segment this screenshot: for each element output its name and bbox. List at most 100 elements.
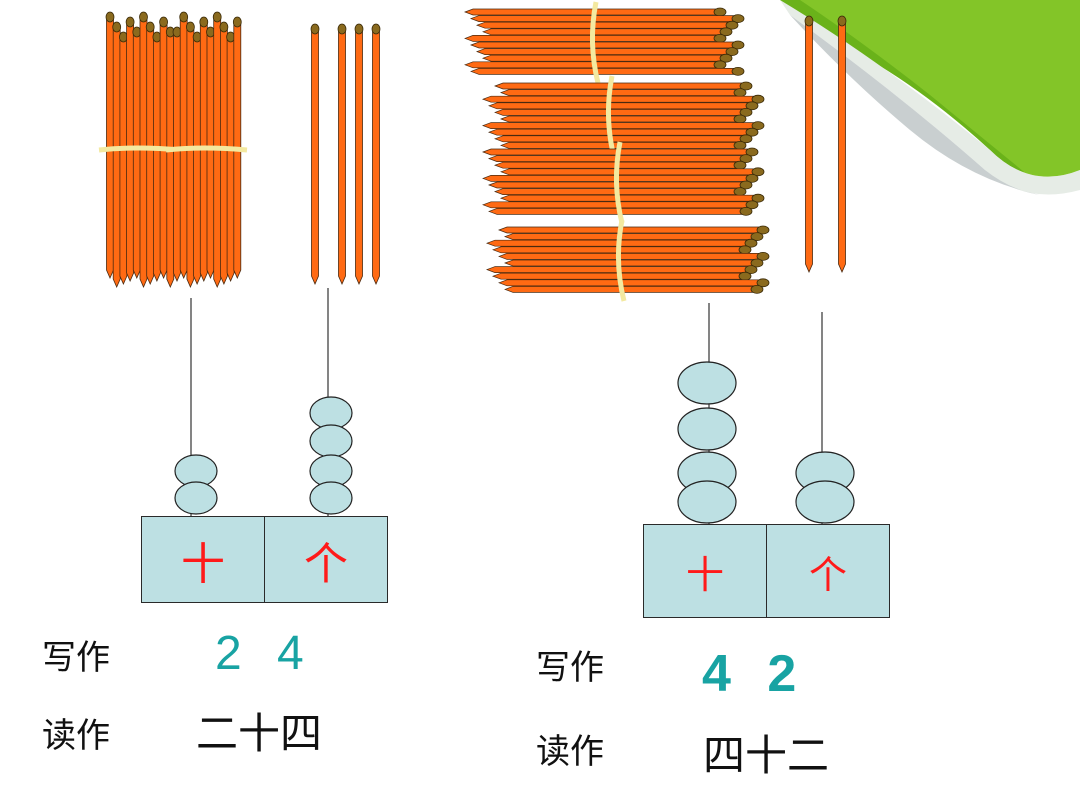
stick — [486, 265, 758, 275]
stick — [488, 154, 753, 164]
abacus-bead — [309, 396, 353, 430]
stick — [212, 11, 222, 288]
stick — [500, 114, 747, 124]
stick — [476, 47, 739, 56]
stick — [172, 26, 182, 282]
stick — [482, 121, 765, 130]
stick — [500, 167, 765, 177]
right-place-value-box: 十 个 — [643, 524, 890, 618]
horizontal-bundle-of-ten — [482, 75, 765, 158]
stick — [498, 278, 770, 288]
stick — [504, 232, 764, 242]
left-written-number: 2 4 — [215, 627, 304, 680]
stick — [226, 31, 236, 282]
left-read-label: 读作 — [42, 716, 110, 756]
stick — [482, 173, 759, 183]
stick — [488, 101, 759, 111]
stick — [500, 88, 747, 97]
stick — [464, 7, 727, 17]
stick — [192, 31, 202, 285]
stick — [125, 16, 135, 282]
abacus-bead — [677, 480, 737, 524]
stick — [488, 180, 753, 190]
stick — [482, 200, 759, 210]
left-ones-label: 个 — [264, 517, 387, 602]
stick — [219, 21, 229, 285]
right-written-number: 4 2 — [702, 645, 797, 703]
stick — [470, 40, 745, 50]
stick — [498, 251, 770, 261]
abacus-bead — [795, 480, 855, 524]
stick — [494, 187, 747, 197]
stick — [500, 193, 765, 203]
bundle-band — [615, 219, 627, 302]
right-ones-label: 个 — [766, 525, 889, 617]
stick — [152, 31, 162, 282]
abacus-beads — [174, 361, 855, 524]
stick — [500, 140, 747, 150]
stick — [476, 20, 739, 30]
left-ones-sticks — [310, 23, 381, 285]
left-place-value-box: 十 个 — [141, 516, 388, 603]
stick — [492, 271, 752, 281]
stick — [470, 14, 745, 24]
bundle-band — [165, 145, 248, 153]
stick — [488, 206, 753, 216]
stick — [199, 16, 209, 282]
horizontal-bundle-of-ten — [482, 141, 765, 224]
single-stick — [310, 23, 320, 285]
bundle-band — [613, 141, 625, 224]
abacus-bead — [309, 481, 353, 515]
right-read-label: 读作 — [536, 732, 604, 772]
left-write-label: 写作 — [42, 638, 110, 678]
left-tens-label: 十 — [181, 538, 225, 590]
right-ones-sticks — [804, 15, 847, 273]
horizontal-bundle-of-ten — [486, 219, 770, 302]
stick — [185, 21, 195, 288]
stick — [470, 67, 745, 76]
stick — [486, 238, 758, 248]
stick — [494, 81, 753, 91]
stick — [119, 31, 128, 285]
stick — [488, 127, 759, 137]
stick — [494, 134, 753, 144]
abacus-bead — [677, 361, 737, 405]
stick — [206, 26, 215, 279]
abacus-bead — [677, 407, 737, 451]
right-tens-bundles — [464, 1, 770, 302]
stick — [504, 258, 764, 268]
page-curl-decoration — [780, 0, 1080, 195]
stick — [482, 94, 765, 104]
stick — [464, 60, 727, 70]
horizontal-bundle-of-ten — [464, 1, 745, 84]
single-stick — [804, 15, 814, 273]
abacus-bead — [174, 481, 218, 515]
stick — [112, 21, 122, 288]
single-stick — [337, 23, 347, 285]
right-tens-label: 十 — [685, 552, 724, 597]
stick — [494, 160, 747, 170]
stick — [504, 284, 764, 294]
stick — [165, 26, 175, 288]
stick — [464, 34, 727, 43]
left-read-words: 二十四 — [196, 709, 323, 758]
single-stick — [354, 23, 364, 285]
stick — [482, 147, 759, 157]
single-stick — [837, 15, 847, 273]
stick — [498, 225, 770, 235]
bundle-band — [589, 1, 601, 84]
stick — [482, 53, 733, 63]
stick — [492, 245, 752, 255]
stick — [494, 108, 753, 117]
right-read-words: 四十二 — [703, 731, 830, 780]
vertical-bundle-of-ten — [165, 11, 248, 288]
stick — [139, 11, 148, 288]
right-write-label: 写作 — [536, 648, 604, 688]
left-tens-bundles — [98, 11, 248, 288]
vertical-bundle-of-ten — [98, 11, 181, 288]
abacus-bead — [309, 424, 353, 458]
single-stick — [371, 23, 381, 285]
stick — [482, 27, 733, 37]
stick — [145, 21, 155, 285]
